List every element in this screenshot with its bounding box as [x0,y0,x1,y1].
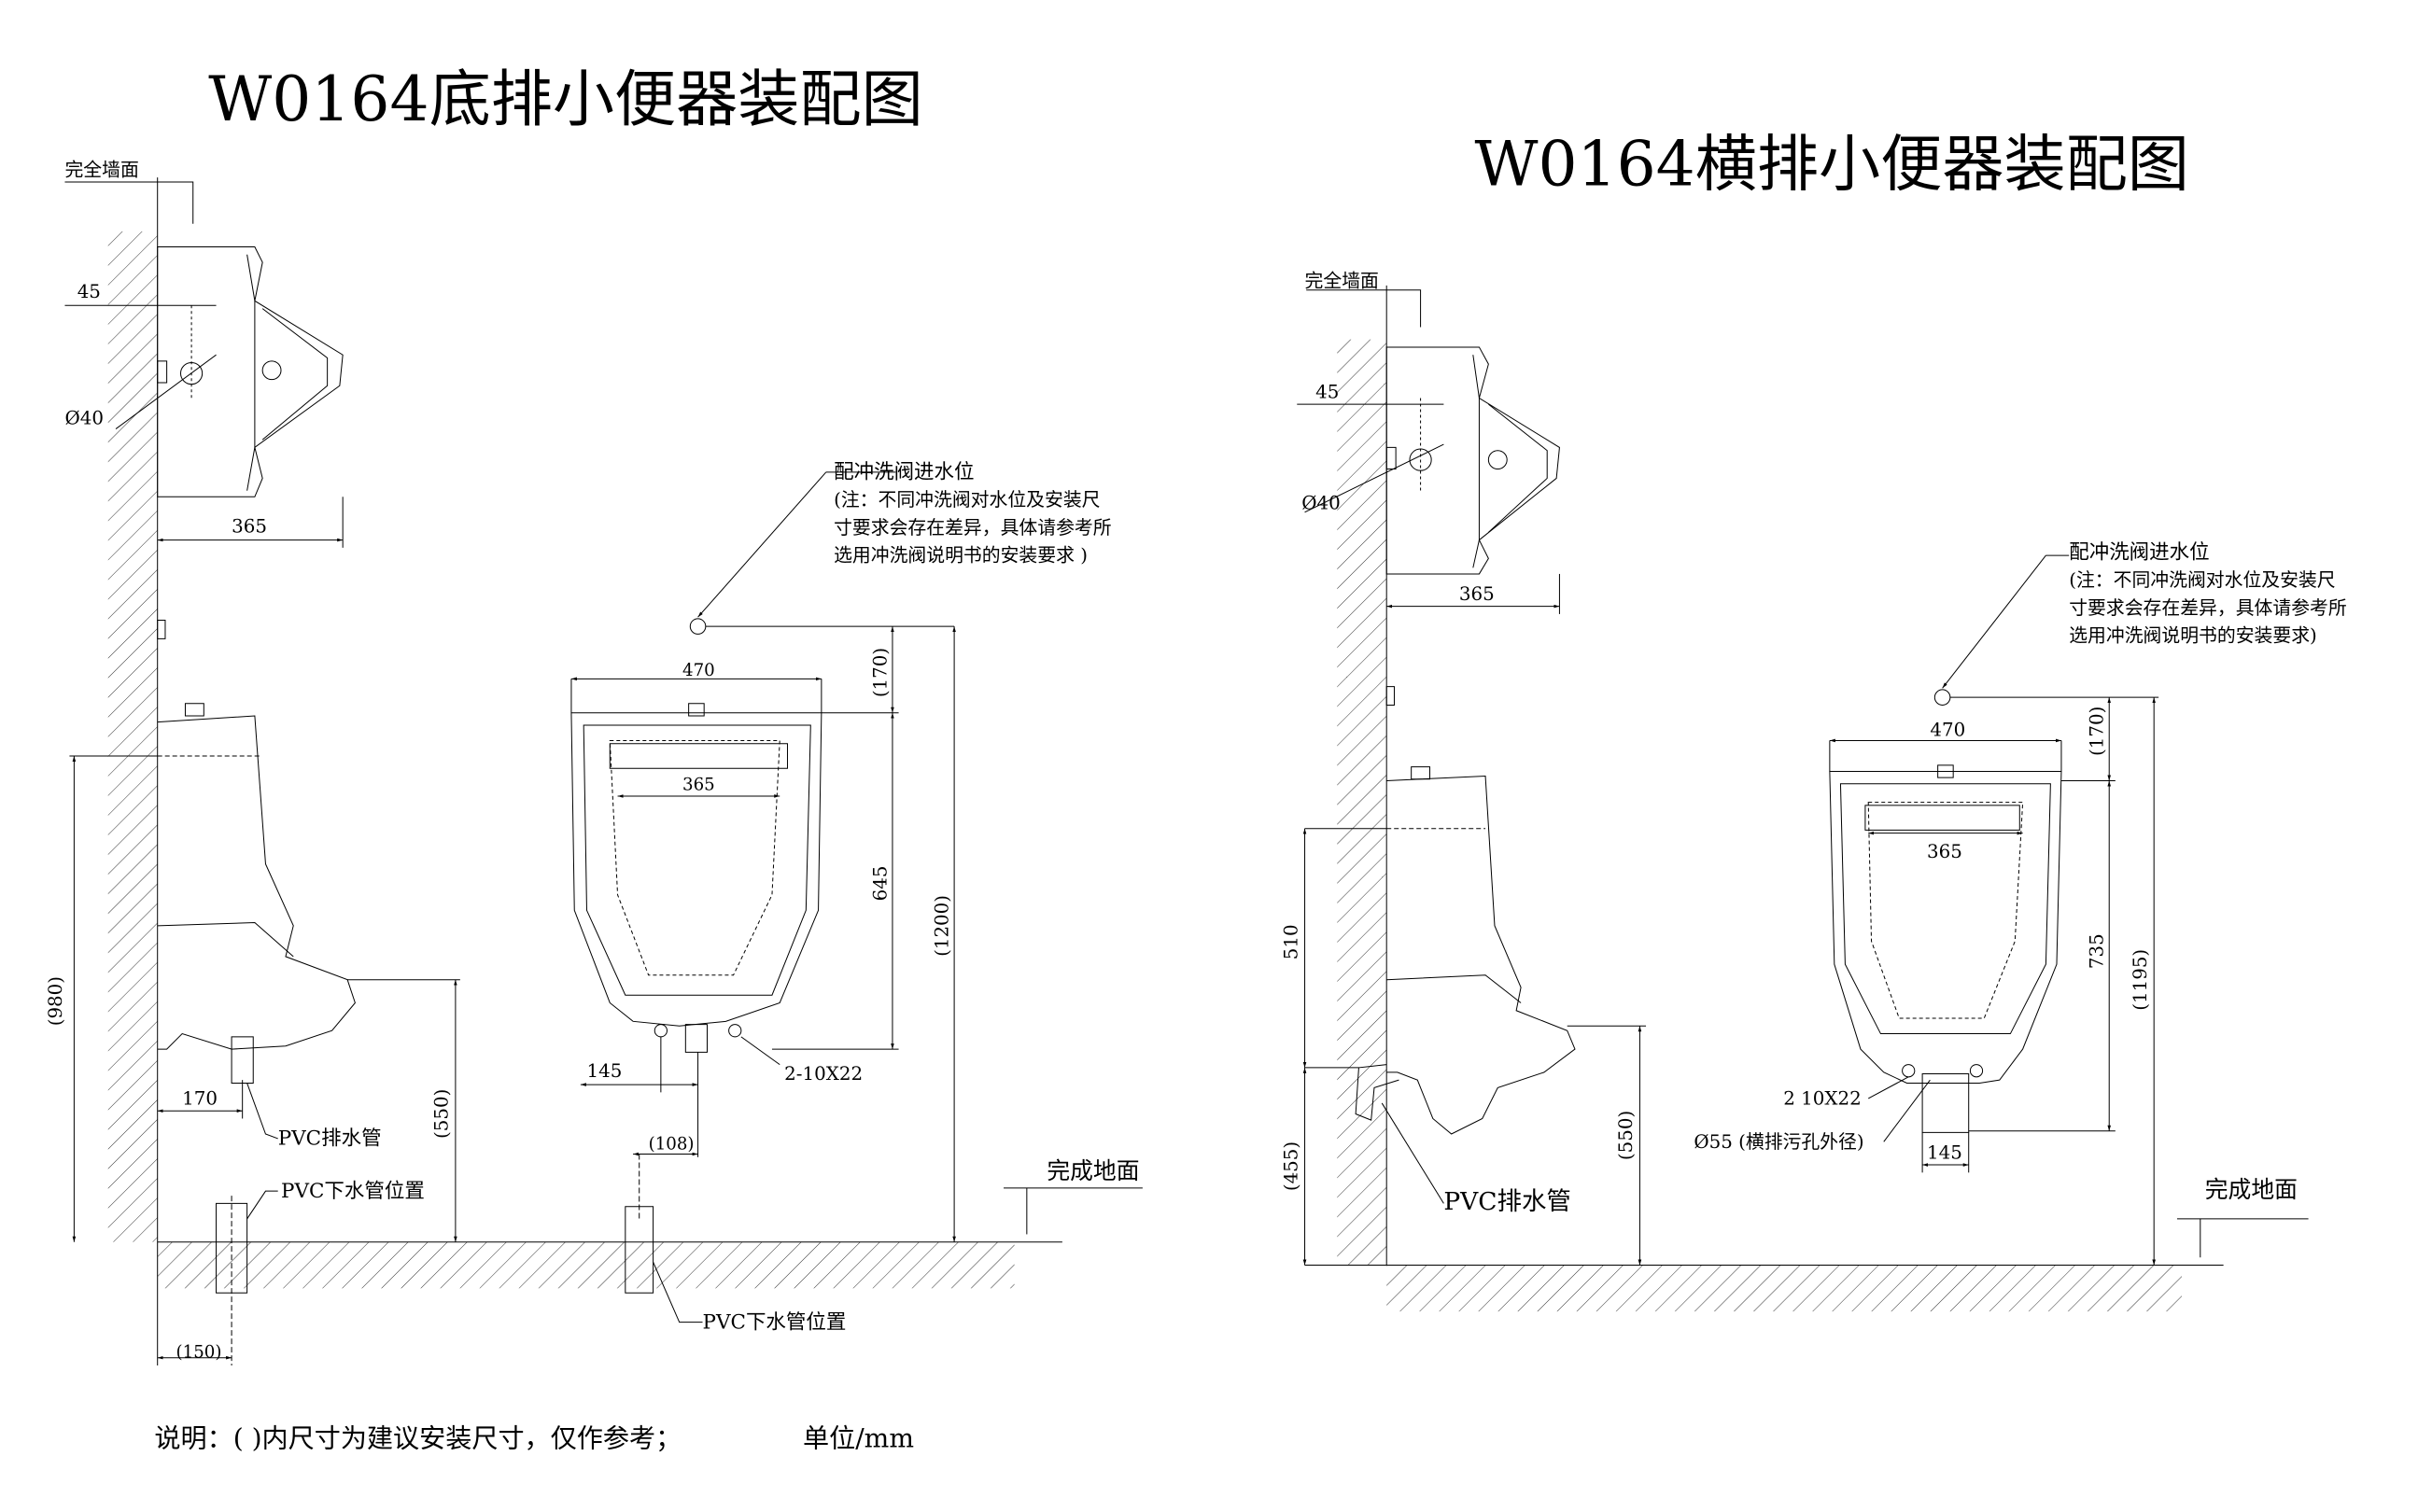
dim-phi40: Ø40 [64,408,104,429]
front-view [571,472,958,1323]
pvc-drain-label: PVC排水管 [278,1127,382,1151]
left-labels: 完全墙面 45 Ø40 365 (980) 170 PVC排水管 (550) P… [45,159,1139,1362]
top-view [64,246,343,547]
outlet-note: Ø55 (横排污孔外径) [1694,1131,1863,1153]
dim-735: 735 [2087,933,2108,969]
dim-365-top-side: 365 [1459,583,1495,605]
finished-floor-label: 完成地面 [1047,1157,1139,1184]
dim-phi40-side: Ø40 [1301,493,1341,514]
flush-valve-inlet-marker [690,619,706,635]
flush-valve-label: 配冲洗阀进水位 [834,460,974,483]
side-drain-drawing [1297,286,2308,1312]
pvc-drain-label-side: PVC排水管 [1443,1187,1570,1216]
holes-label-side: 2 10X22 [1783,1088,1862,1110]
right-labels: 完全墙面 45 Ø40 365 510 (455) PVC排水管 (550) 配… [1280,270,2346,1216]
top-view-side [1297,347,1559,614]
dim-550: (550) [431,1089,453,1139]
dim-365-front: 365 [682,775,715,794]
title-side-drain: W0164横排小便器装配图 [1474,128,2188,200]
dim-510: 510 [1280,924,1301,959]
floor-hatch-side [1386,1265,2182,1312]
unit-label: 单位/mm [803,1423,914,1454]
dim-150: (150) [176,1343,222,1363]
bottom-drain-drawing [64,177,1142,1365]
front-view-side [1830,555,2158,1266]
side-view-side [1301,767,1647,1266]
dim-470-side: 470 [1930,720,1965,741]
dim-145-side: 145 [1927,1141,1962,1163]
pvc-downpipe-label-front: PVC下水管位置 [703,1310,847,1334]
dim-1200: (1200) [931,895,952,957]
dim-45-side: 45 [1315,381,1339,402]
dim-170: 170 [182,1088,218,1110]
dim-365-front-side: 365 [1927,841,1962,862]
dim-455: (455) [1280,1141,1301,1191]
dim-170p-side: (170) [2087,707,2108,756]
finished-wall-label: 完全墙面 [64,159,138,180]
footer: 说明：( )内尺寸为建议安装尺寸，仅作参考； 单位/mm [154,1423,914,1454]
title-bottom-drain: W0164底排小便器装配图 [208,63,922,135]
dim-365-top: 365 [232,515,267,537]
flush-valve-note-side-1: (注：不同冲洗阀对水位及安装尺 [2069,569,2335,591]
flush-valve-inlet-marker-side [1934,690,1950,706]
dim-550-side: (550) [1615,1111,1637,1160]
flush-valve-note-3: 选用冲洗阀说明书的安装要求 ) [834,545,1088,567]
flush-valve-note-2: 寸要求会存在差异，具体请参考所 [834,517,1111,539]
flush-valve-label-side: 配冲洗阀进水位 [2069,540,2209,564]
flush-valve-note-1: (注：不同冲洗阀对水位及安装尺 [834,489,1100,511]
dim-108: (108) [649,1135,695,1155]
finished-wall-leader [64,182,192,224]
flush-valve-note-side-3: 选用冲洗阀说明书的安装要求) [2069,625,2317,647]
footer-note: 说明：( )内尺寸为建议安装尺寸，仅作参考； [154,1423,682,1454]
wall-hatch-side [1337,339,1387,1266]
dim-470: 470 [682,661,715,680]
holes-label: 2-10X22 [784,1063,863,1085]
dim-145: 145 [586,1060,622,1082]
finished-floor-label-side: 完成地面 [2205,1176,2298,1203]
dim-45: 45 [77,281,101,302]
dim-980: (980) [45,976,66,1026]
dim-645: 645 [869,866,891,902]
pvc-downpipe-label: PVC下水管位置 [281,1180,425,1203]
dim-170p: (170) [869,648,891,697]
side-view [69,704,459,1365]
floor-hatch [157,1241,1015,1289]
flush-valve-note-side-2: 寸要求会存在差异，具体请参考所 [2069,597,2346,619]
finished-wall-label-side: 完全墙面 [1305,270,1379,291]
dim-1195: (1195) [2130,949,2151,1011]
wall-hatch [107,231,158,1242]
